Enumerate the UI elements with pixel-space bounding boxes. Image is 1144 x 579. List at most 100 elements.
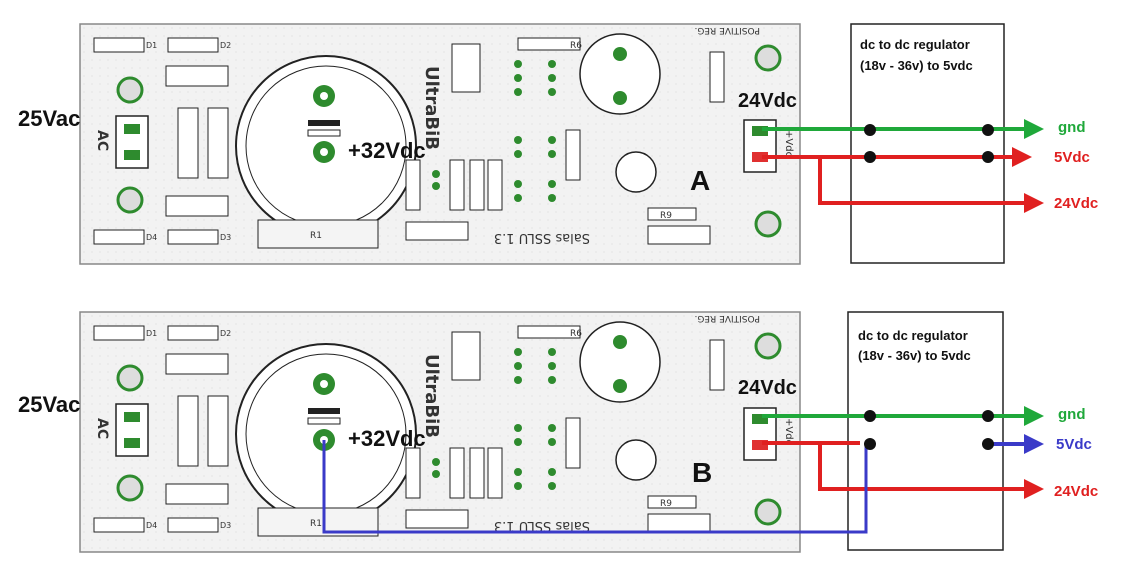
ac-terminal <box>115 403 149 457</box>
pad <box>548 348 556 356</box>
diode-d2 <box>167 325 219 341</box>
board-title: UltraBiB <box>421 354 442 438</box>
diode-d1 <box>93 325 145 341</box>
pad-hole <box>320 92 328 100</box>
header-m1 <box>405 509 469 529</box>
capacitor-c5 <box>165 65 229 87</box>
ref-r6: R6 <box>570 41 582 51</box>
mount-hole <box>116 364 144 392</box>
regulator-range: (18v - 36v) to 5vdc <box>860 58 973 73</box>
ref-d2: D2 <box>220 41 231 50</box>
diode-d3 <box>167 517 219 533</box>
wire-24v <box>762 441 1044 499</box>
regulator-pin <box>982 151 994 163</box>
board-title: UltraBiB <box>421 66 442 150</box>
c1-symbol-b <box>307 417 341 425</box>
regulator-pin <box>982 438 994 450</box>
resistor-r4 <box>469 447 485 499</box>
pad <box>548 362 556 370</box>
resistor-r6 <box>517 37 581 51</box>
pad <box>514 194 522 202</box>
regulator-pin <box>864 124 876 136</box>
pad <box>514 468 522 476</box>
pad <box>432 182 440 190</box>
pad <box>514 60 522 68</box>
resistor-r3 <box>449 159 465 211</box>
pcb-board: UltraBiB Salas SSLU 1.3 POSITIVE REG. AC… <box>79 23 801 265</box>
ref-r6: R6 <box>570 329 582 339</box>
resistor-r7 <box>565 129 581 181</box>
board-subtitle: Salas SSLU 1.3 <box>494 230 590 245</box>
24v-label: 24Vdc <box>1054 195 1098 212</box>
pad <box>613 379 627 393</box>
transistor-pads <box>432 60 556 202</box>
diode-d2 <box>167 37 219 53</box>
pad <box>514 438 522 446</box>
capacitor-c2 <box>579 33 661 115</box>
pad <box>514 150 522 158</box>
header-m1 <box>405 221 469 241</box>
pad <box>548 194 556 202</box>
pad <box>548 180 556 188</box>
mount-hole <box>116 76 144 104</box>
pad-hole <box>320 380 328 388</box>
24v-label: 24Vdc <box>1054 483 1098 500</box>
ref-d3: D3 <box>220 233 231 242</box>
terminal-pad <box>752 126 768 136</box>
pad <box>613 91 627 105</box>
capacitor-cx <box>165 195 229 217</box>
diode-d4 <box>93 229 145 245</box>
ref-d3: D3 <box>220 521 231 530</box>
mount-hole <box>754 498 782 526</box>
terminal-pad <box>752 414 768 424</box>
resistor-r2 <box>405 159 421 211</box>
pad <box>613 335 627 349</box>
diode-d3 <box>167 229 219 245</box>
gnd-label: gnd <box>1058 406 1086 423</box>
pad <box>514 74 522 82</box>
ref-d4: D4 <box>146 233 157 242</box>
regulator-pin <box>982 410 994 422</box>
ref-r1: R1 <box>310 231 322 241</box>
regulator-pin <box>864 410 876 422</box>
pad <box>548 468 556 476</box>
capacitor-c3 <box>615 151 657 193</box>
mount-hole <box>754 332 782 360</box>
pad <box>432 458 440 466</box>
resistor-r8b <box>709 51 725 103</box>
resistor-r2 <box>405 447 421 499</box>
diode-d4 <box>93 517 145 533</box>
pad <box>548 60 556 68</box>
resistor-r8 <box>487 447 503 499</box>
ref-r9: R9 <box>660 499 672 509</box>
mount-hole <box>754 210 782 238</box>
pcb-board: UltraBiB Salas SSLU 1.3 POSITIVE REG. AC… <box>79 311 801 553</box>
ac-terminal <box>115 115 149 169</box>
diode-d1 <box>93 37 145 53</box>
ref-r1: R1 <box>310 519 322 529</box>
pad <box>514 180 522 188</box>
board-subtitle: Salas SSLU 1.3 <box>494 518 590 533</box>
resistor-r7 <box>565 417 581 469</box>
capacitor-c2 <box>579 321 661 403</box>
pad <box>514 348 522 356</box>
terminal-pad <box>124 438 140 448</box>
pad <box>548 88 556 96</box>
resistor-r9 <box>647 207 697 221</box>
terminal-pad <box>124 124 140 134</box>
regulator-title: dc to dc regulator <box>860 37 970 52</box>
pad <box>548 482 556 490</box>
ref-d1: D1 <box>146 41 157 50</box>
5v-label: 5Vdc <box>1056 436 1092 453</box>
pad <box>548 150 556 158</box>
pad <box>514 362 522 370</box>
dc-dc-regulator-box <box>850 23 1005 264</box>
board-positive-reg: POSITIVE REG. <box>694 25 760 35</box>
variant-label: A <box>690 165 710 196</box>
5v-label: 5Vdc <box>1054 149 1090 166</box>
resistor-rs <box>177 395 199 467</box>
rail-voltage-label: +32Vdc <box>348 426 426 451</box>
gnd-label: gnd <box>1058 119 1086 136</box>
pad <box>514 376 522 384</box>
